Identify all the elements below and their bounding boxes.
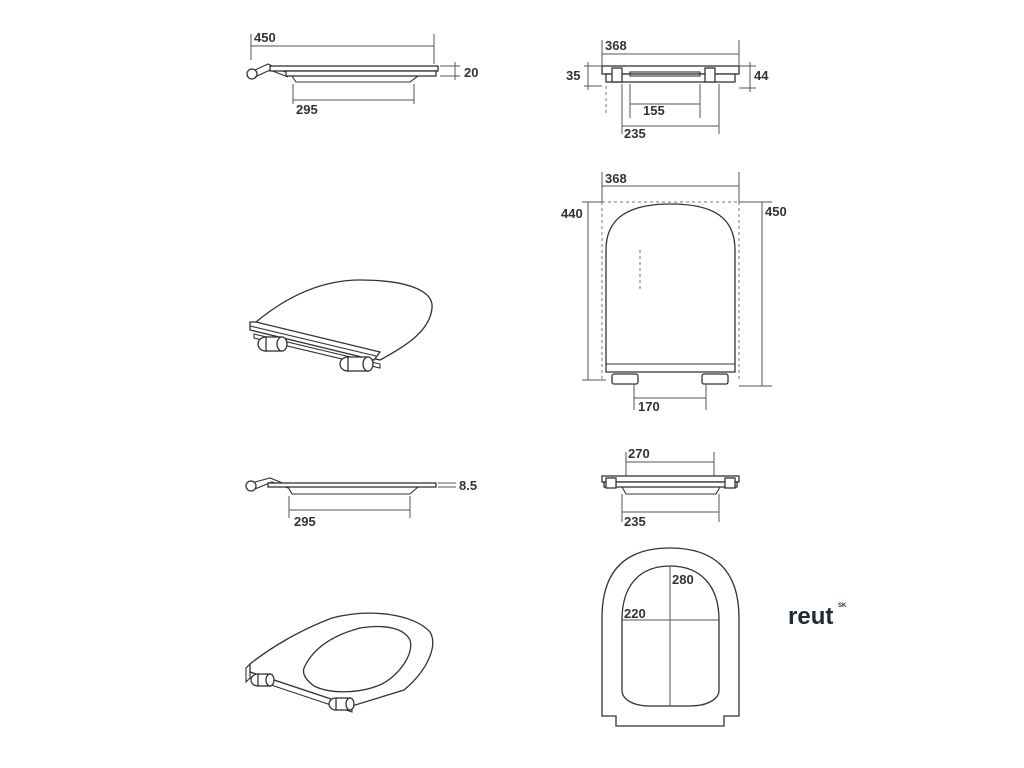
plan-view-lid: 368 440 450 170 xyxy=(561,171,787,414)
isometric-closed-lid xyxy=(249,279,433,372)
plan-depth-left-dimension: 440 xyxy=(561,206,583,221)
rear-height-left-dimension: 35 xyxy=(566,68,580,83)
rear-width-dimension: 368 xyxy=(605,38,627,53)
side-length-dimension: 450 xyxy=(254,30,276,45)
side-elevation-seat-view: 8.5 295 xyxy=(245,477,477,529)
rear-elevation-seat-view: 270 235 xyxy=(601,446,740,529)
side-inner-dimension: 295 xyxy=(296,102,318,117)
hinge-spacing-dimension: 170 xyxy=(638,399,660,414)
brand-logo-text: reut xyxy=(788,603,833,630)
plan-depth-right-dimension: 450 xyxy=(765,204,787,219)
side-elevation-lid-view: 450 20 295 xyxy=(246,30,478,117)
seat-inner-dimension: 295 xyxy=(294,514,316,529)
plan-view-seat-ring: 280 220 xyxy=(601,547,740,727)
hinge-inner-dimension: 155 xyxy=(643,103,665,118)
seat-thickness-dimension: 8.5 xyxy=(459,478,477,493)
seat-hinge-outer-dimension: 235 xyxy=(624,514,646,529)
hinge-outer-dimension: 235 xyxy=(624,126,646,141)
seat-rear-width-dimension: 270 xyxy=(628,446,650,461)
brand-logo: reut SK xyxy=(788,603,847,630)
rear-height-right-dimension: 44 xyxy=(754,68,769,83)
opening-length-dimension: 280 xyxy=(672,572,694,587)
brand-logo-suffix: SK xyxy=(838,603,847,609)
opening-width-dimension: 220 xyxy=(624,606,646,621)
plan-width-dimension: 368 xyxy=(605,171,627,186)
side-thickness-dimension: 20 xyxy=(464,65,478,80)
isometric-seat-ring xyxy=(245,612,434,713)
rear-elevation-view: 368 35 44 155 235 xyxy=(566,38,769,141)
